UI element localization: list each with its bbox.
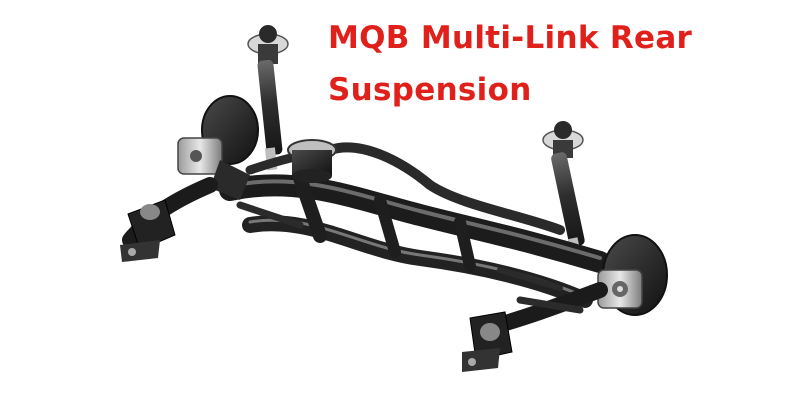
caption-line-2: Suspension	[328, 72, 532, 108]
right-wheel-hub	[597, 234, 668, 316]
left-shock-absorber	[247, 25, 289, 171]
coil-spring-seat	[287, 139, 337, 183]
lower-links	[236, 201, 584, 314]
left-wheel-hub	[177, 95, 259, 200]
caption-line-1: MQB Multi-Link Rear	[328, 20, 693, 56]
left-trailing-arm	[120, 177, 218, 262]
caption-title: MQB Multi-Link Rear Suspension	[328, 12, 788, 116]
right-trailing-arm	[462, 282, 608, 372]
